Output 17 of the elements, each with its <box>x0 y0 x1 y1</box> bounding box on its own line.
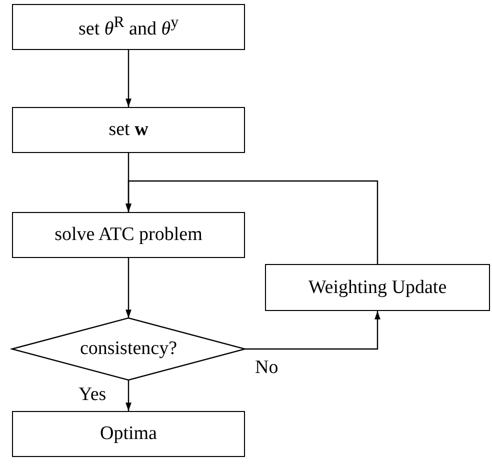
arrow <box>126 50 132 107</box>
process-box <box>12 212 245 258</box>
process-box <box>265 264 490 311</box>
node-text: set θ$^{R}$ and θ$^{y}$ <box>78 14 178 40</box>
process-box <box>12 107 245 153</box>
arrow <box>245 311 380 350</box>
node-text: consistency? <box>80 338 178 360</box>
decision-diamond <box>12 318 245 380</box>
node-text: solve ATC problem <box>54 224 202 246</box>
process-box <box>12 411 245 457</box>
arrow <box>126 180 378 264</box>
node-text: set w <box>108 119 148 141</box>
arrow <box>126 380 132 411</box>
arrow <box>126 258 132 318</box>
node-text: Weighting Update <box>308 276 447 298</box>
node-text: Optima <box>100 423 157 445</box>
process-box <box>12 4 245 50</box>
